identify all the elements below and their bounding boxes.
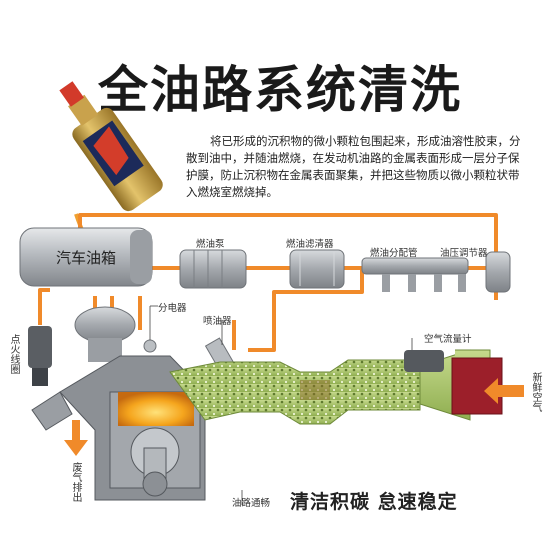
distributor [74, 306, 157, 362]
clear-oil-path-label: 油路通畅 [232, 498, 271, 509]
ignition-coil [28, 326, 52, 386]
fuel-filter-label: 燃油滤清器 [286, 239, 334, 250]
description-text: 将已形成的沉积物的微小颗粒包围起来，形成油溶性胶束，分散到油中，并随油燃烧，在发… [186, 134, 521, 199]
distributor-label: 分电器 [158, 303, 187, 314]
fuel-filter [289, 249, 345, 289]
fuel-rail [361, 257, 469, 292]
pressure-regulator-label: 油压调节器 [440, 248, 488, 259]
injector-label: 喷油器 [203, 316, 232, 327]
additive-bottle [59, 81, 163, 212]
airflow-meter-label: 空气流量计 [424, 334, 472, 345]
exhaust-label: 废气排出 [70, 462, 81, 502]
fresh-air-arrow [484, 378, 524, 404]
fuel-pump-label: 燃油泵 [196, 239, 225, 250]
exhaust-arrow [64, 420, 88, 456]
fuel-tank [19, 227, 153, 287]
leader-lines [149, 305, 413, 505]
fuel-pump [179, 249, 247, 289]
engine-block [31, 355, 206, 501]
page-title: 全油路系统清洗 [98, 61, 462, 119]
fresh-air-label: 新鲜空气 [530, 372, 541, 412]
fuel-tank-label: 汽车油箱 [56, 249, 117, 267]
pressure-regulator [485, 251, 511, 293]
ignition-coil-label: 点火线圈 [8, 334, 19, 374]
fuel-rail-label: 燃油分配管 [370, 248, 418, 259]
slogan-text: 清洁积碳 怠速稳定 [290, 491, 458, 513]
airflow-meter [404, 350, 503, 415]
